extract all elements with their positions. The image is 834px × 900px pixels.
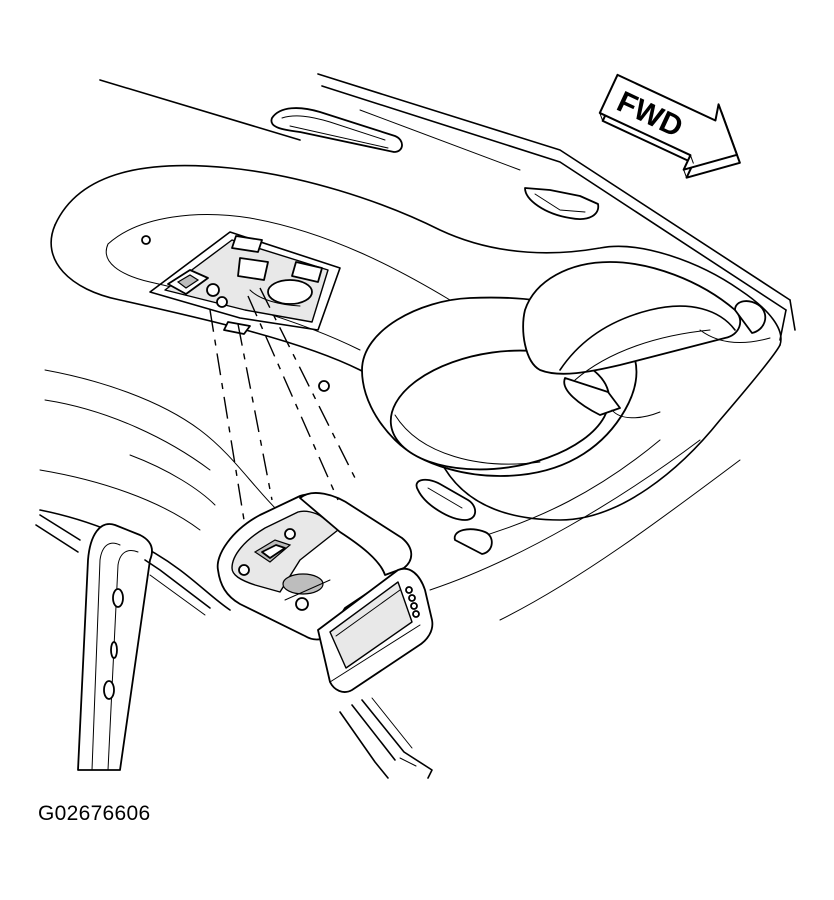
windshield-frame-corner <box>339 697 433 779</box>
figure-id-label: G02676606 <box>38 802 151 825</box>
grab-handle-slot <box>270 107 403 153</box>
fwd-direction-arrow: FWD <box>598 73 741 179</box>
roof-pillar <box>35 514 211 771</box>
console-mounting-area <box>141 231 341 335</box>
roof-panel-outline <box>99 73 796 341</box>
roof-clip-notch <box>524 187 600 220</box>
headliner-contour <box>39 164 782 621</box>
rear-roof-channel <box>522 261 771 419</box>
installation-guide-lines <box>209 287 359 521</box>
front-handle-slot <box>415 478 493 555</box>
overhead-console <box>216 492 434 693</box>
